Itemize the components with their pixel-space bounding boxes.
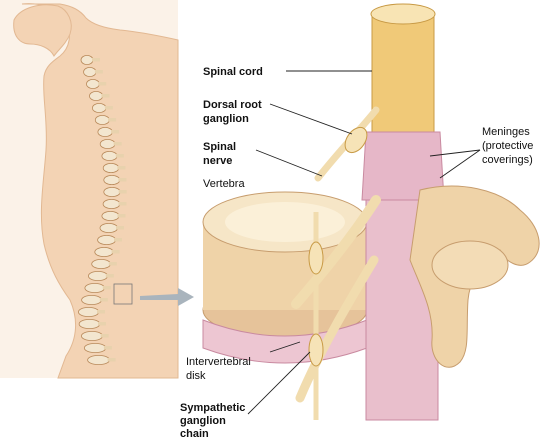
spinous-process-2 <box>95 70 103 74</box>
vertebra-21 <box>82 295 102 304</box>
spinous-process-19 <box>106 274 114 278</box>
vertebra-26 <box>88 355 110 364</box>
vertebra-25 <box>84 343 106 352</box>
vertebra-12 <box>104 187 120 196</box>
leader-dorsal-root <box>270 104 352 134</box>
spinal-cord <box>372 12 434 132</box>
spinous-process-14 <box>118 214 126 218</box>
vertebral-body-texture <box>225 202 345 242</box>
spinous-process-13 <box>119 202 127 206</box>
vertebra-15 <box>100 223 118 232</box>
spinous-process-3 <box>98 82 106 86</box>
sympathetic-ganglion-lower <box>309 334 323 366</box>
vertebra-1 <box>81 55 93 64</box>
vertebra-13 <box>103 199 120 208</box>
label-meninges-2: (protective <box>482 140 533 152</box>
spinous-process-8 <box>114 142 122 146</box>
label-sympathetic-3: chain <box>180 428 209 439</box>
label-meninges-3: coverings) <box>482 154 533 166</box>
spinous-process-11 <box>118 178 126 182</box>
vertebra-8 <box>100 139 115 148</box>
label-meninges-1: Meninges <box>482 126 530 138</box>
label-spinal-cord: Spinal cord <box>203 66 263 78</box>
label-spinal-nerve-2: nerve <box>203 155 232 167</box>
vertebra-17 <box>95 247 113 256</box>
label-dorsal-root-1: Dorsal root <box>203 99 262 111</box>
spinous-process-1 <box>92 58 100 62</box>
spinous-process-4 <box>102 94 110 98</box>
label-dorsal-root-2: ganglion <box>203 113 249 125</box>
label-disk-2: disk <box>186 370 206 382</box>
label-vertebra: Vertebra <box>203 178 245 190</box>
leader-spinal-nerve <box>256 150 322 176</box>
vertebra-23 <box>79 319 100 328</box>
spinous-process-9 <box>116 154 124 158</box>
vertebra-22 <box>78 307 98 316</box>
vertebra-14 <box>102 211 119 220</box>
label-sympathetic-1: Sympathetic <box>180 402 245 414</box>
vertebra-3 <box>87 79 100 88</box>
spinous-process-26 <box>108 358 116 362</box>
vertebra-19 <box>88 271 107 280</box>
vertebra-5 <box>92 103 106 112</box>
body-panel <box>0 0 178 378</box>
spinous-process-20 <box>103 286 111 290</box>
label-disk-1: Intervertebral <box>186 356 251 368</box>
vertebra-6 <box>95 115 109 124</box>
spinous-process-12 <box>119 190 127 194</box>
sympathetic-ganglion-upper <box>309 242 323 274</box>
vertebra-9 <box>102 151 117 160</box>
spinous-process-5 <box>105 106 113 110</box>
spinous-process-25 <box>104 346 112 350</box>
spinous-process-18 <box>109 262 117 266</box>
label-spinal-nerve-1: Spinal <box>203 141 236 153</box>
vertebra-2 <box>84 67 96 76</box>
spinous-process-10 <box>117 166 125 170</box>
vertebra-11 <box>104 175 120 184</box>
spinous-process-7 <box>111 130 119 134</box>
vertebra-18 <box>92 259 111 268</box>
vertebra-7 <box>98 127 112 136</box>
spinous-process-24 <box>101 334 109 338</box>
spinal-cord-top <box>371 4 435 24</box>
spinous-process-17 <box>112 250 120 254</box>
spinous-process-22 <box>97 310 105 314</box>
spinous-process-15 <box>116 226 124 230</box>
vertebra-16 <box>98 235 116 244</box>
vertebra-20 <box>85 283 105 292</box>
transverse-process <box>432 241 508 289</box>
vertebra-4 <box>90 91 103 100</box>
spinous-process-6 <box>108 118 116 122</box>
label-sympathetic-2: ganglion <box>180 415 226 427</box>
spinous-process-23 <box>98 322 106 326</box>
vertebra-24 <box>81 331 102 340</box>
spinous-process-21 <box>100 298 108 302</box>
spinous-process-16 <box>114 238 122 242</box>
vertebra-10 <box>103 163 119 172</box>
